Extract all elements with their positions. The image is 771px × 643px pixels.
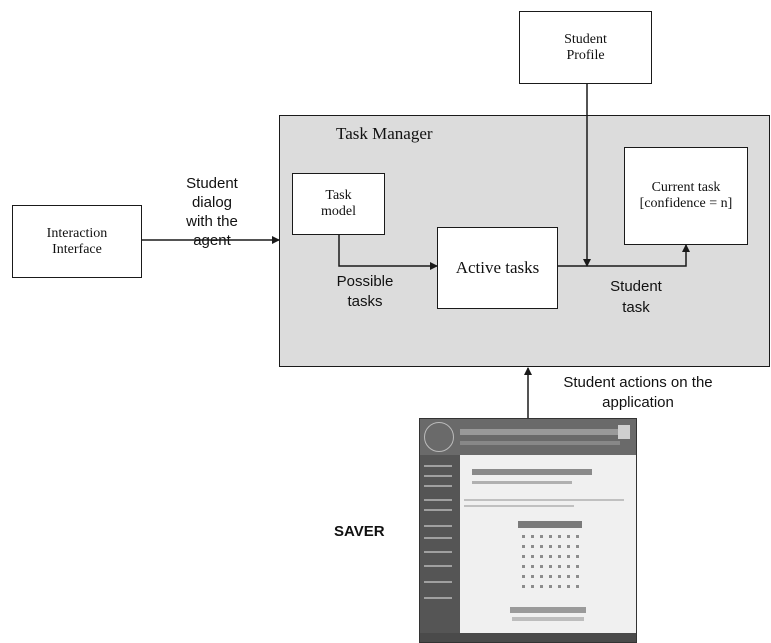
calendar-day — [540, 585, 543, 588]
screenshot-header — [420, 419, 636, 455]
calendar-day — [540, 535, 543, 538]
calendar-day — [531, 565, 534, 568]
calendar-day — [567, 565, 570, 568]
calendar-day — [540, 555, 543, 558]
task-model-line-2: model — [321, 204, 356, 219]
calendar-day — [549, 565, 552, 568]
calendar-day — [549, 545, 552, 548]
calendar-day — [549, 585, 552, 588]
student-actions-line-2: application — [602, 394, 674, 411]
calendar-day — [531, 545, 534, 548]
student-actions-line-1: Student actions on the — [563, 374, 713, 391]
dialog-line-4: agent — [193, 232, 231, 249]
calendar-day — [558, 555, 561, 558]
task-model-line-1: Task — [325, 188, 352, 203]
calendar-day — [558, 545, 561, 548]
calendar-day — [558, 585, 561, 588]
calendar-day — [558, 535, 561, 538]
calendar-day — [531, 535, 534, 538]
interaction-interface-box: Interaction Interface — [12, 205, 142, 278]
calendar-day — [540, 575, 543, 578]
current-task-line-1: Current task — [651, 180, 721, 195]
active-tasks-label: Active tasks — [455, 258, 540, 277]
possible-tasks-line-2: tasks — [347, 293, 383, 310]
interaction-interface-line-2: Interface — [52, 241, 102, 257]
screenshot-logo — [424, 422, 454, 452]
task-manager-title: Task Manager — [336, 124, 433, 143]
calendar-day — [558, 575, 561, 578]
calendar-day — [531, 555, 534, 558]
calendar-day — [567, 555, 570, 558]
screenshot-corner-icon — [618, 425, 630, 439]
calendar-day — [540, 565, 543, 568]
student-actions-label: Student actions on the application — [538, 373, 738, 413]
student-profile-line-2: Profile — [566, 47, 605, 63]
calendar-day — [549, 535, 552, 538]
current-task-box: Current task [confidence = n] — [624, 147, 748, 245]
calendar-day — [522, 535, 525, 538]
task-model-box: Task model — [292, 173, 385, 235]
student-task-line-1: Student — [610, 278, 662, 295]
calendar-day — [522, 545, 525, 548]
screenshot-calendar — [518, 521, 582, 601]
calendar-day — [540, 545, 543, 548]
dialog-line-2: dialog — [191, 194, 233, 211]
calendar-day — [576, 535, 579, 538]
saver-label: SAVER — [334, 523, 385, 540]
possible-tasks-label: Possible tasks — [330, 272, 400, 312]
student-task-line-2: task — [622, 299, 650, 316]
calendar-day — [567, 535, 570, 538]
calendar-day — [576, 545, 579, 548]
calendar-day — [549, 555, 552, 558]
calendar-day — [576, 585, 579, 588]
screenshot-sidebar — [420, 455, 460, 635]
calendar-day — [549, 575, 552, 578]
calendar-day — [558, 565, 561, 568]
current-task-line-2: [confidence = n] — [639, 196, 733, 211]
saver-screenshot-image — [419, 418, 637, 643]
student-task-label: Student task — [596, 276, 676, 318]
calendar-day — [531, 575, 534, 578]
interaction-interface-line-1: Interaction — [46, 225, 108, 241]
student-dialog-label: Student dialog with the agent — [172, 174, 252, 250]
calendar-day — [522, 575, 525, 578]
dialog-line-1: Student — [186, 175, 238, 192]
active-tasks-box: Active tasks — [437, 227, 558, 309]
calendar-day — [567, 545, 570, 548]
calendar-day — [522, 555, 525, 558]
screenshot-content — [460, 455, 636, 635]
screenshot-footer — [420, 633, 636, 642]
calendar-day — [576, 555, 579, 558]
calendar-day — [522, 585, 525, 588]
dialog-line-3: with the — [186, 213, 238, 230]
calendar-day — [531, 585, 534, 588]
calendar-day — [567, 585, 570, 588]
student-profile-box: Student Profile — [519, 11, 652, 84]
screenshot-banner-sub — [460, 441, 620, 445]
calendar-day — [576, 575, 579, 578]
calendar-day — [522, 565, 525, 568]
calendar-day — [576, 565, 579, 568]
calendar-day — [567, 575, 570, 578]
student-profile-line-1: Student — [564, 31, 607, 47]
screenshot-banner — [460, 429, 620, 435]
possible-tasks-line-1: Possible — [336, 273, 394, 290]
